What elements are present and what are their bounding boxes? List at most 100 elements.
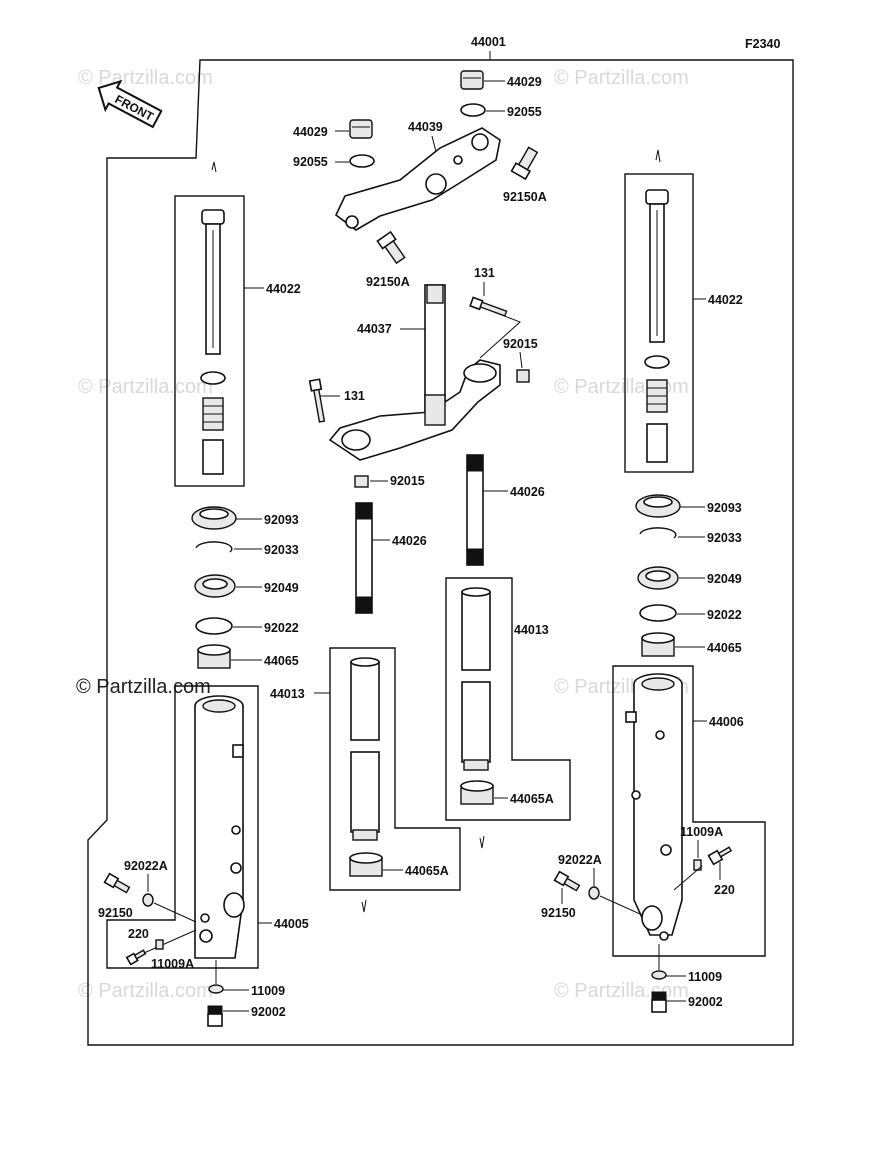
label-nut-right: 92015: [503, 337, 538, 351]
screw-right: [651, 991, 667, 1013]
outer-right-box: [612, 665, 766, 957]
label-spring-right: 44026: [510, 485, 545, 499]
label-clip-right: 92033: [707, 531, 742, 545]
plug-left: [155, 939, 164, 950]
bolt-axle-right: [553, 870, 581, 892]
outer-tube-left: [194, 695, 245, 959]
label-cap-right: 44029: [507, 75, 542, 89]
label-stem-bolt-top: 131: [474, 266, 495, 280]
label-cap-left: 44029: [293, 125, 328, 139]
label-bolt-lower: 92150A: [366, 275, 410, 289]
bushing-right: [641, 632, 675, 657]
bolt-axle-left: [103, 872, 131, 894]
label-plug-right: 11009A: [680, 825, 723, 839]
outer-tube-right: [625, 673, 683, 941]
clip-left: [195, 541, 233, 553]
label-bushing-right: 44065: [707, 641, 742, 655]
label-washer-left: 92055: [293, 155, 328, 169]
label-nut-lower: 92015: [390, 474, 425, 488]
direction-mark: [211, 161, 217, 173]
tube-left: [350, 657, 380, 841]
tube-right: [461, 587, 491, 771]
cap-right: [460, 70, 484, 90]
assembly-boundary: [87, 59, 794, 1046]
damper-right-box: [624, 173, 694, 473]
watermark: © Partzilla.com: [78, 376, 213, 398]
label-bolt-upper: 92150A: [503, 190, 547, 204]
bolt-upper: [510, 146, 539, 181]
label-seal-right: 92093: [707, 501, 742, 515]
direction-mark: [655, 149, 661, 163]
stud-left: [125, 949, 147, 966]
damper-right: [644, 189, 670, 463]
bolt-lower: [376, 230, 406, 265]
label-bolt-axle-right: 92150: [541, 906, 576, 920]
watermark: © Partzilla.com: [78, 980, 213, 1002]
gasket-left: [208, 984, 224, 994]
label-spacer-right: 92049: [707, 572, 742, 586]
label-outer-left: 44005: [274, 917, 309, 931]
washer-left: [349, 154, 375, 168]
label-washer-fork-right: 92022: [707, 608, 742, 622]
label-bushing-tube-left: 44065A: [405, 864, 449, 878]
damper-left-box: [174, 195, 245, 487]
bushing-tube-right: [460, 780, 494, 805]
cap-left: [349, 119, 373, 139]
label-seal-left: 92093: [264, 513, 299, 527]
label-washer-axle-right: 92022A: [558, 853, 602, 867]
bushing-tube-left: [349, 852, 383, 877]
label-washer-right: 92055: [507, 105, 542, 119]
spacer-left: [194, 574, 236, 598]
label-washer-axle-left: 92022A: [124, 859, 168, 873]
label-bushing-tube-right: 44065A: [510, 792, 554, 806]
tube-right-box: [445, 577, 571, 821]
label-stem: 44037: [357, 322, 392, 336]
label-stud-right: 220: [714, 883, 735, 897]
label-bolt-axle-left: 92150: [98, 906, 133, 920]
watermark: © Partzilla.com: [78, 67, 213, 89]
label-spring-left: 44026: [392, 534, 427, 548]
label-tube-left: 44013: [270, 687, 305, 701]
label-spacer-left: 92049: [264, 581, 299, 595]
tube-left-box: [329, 647, 461, 891]
stem-bolt-top: [469, 296, 508, 317]
watermarks: © Partzilla.com © Partzilla.com © Partzi…: [76, 67, 689, 1002]
steering-stem: [328, 284, 501, 461]
washer-axle-right: [588, 886, 600, 900]
label-stud-left: 220: [128, 927, 149, 941]
washer-fork-left: [195, 617, 233, 635]
assembly-number: 44001: [471, 35, 506, 49]
nut-lower: [354, 475, 369, 488]
spring-left: [355, 502, 373, 614]
stud-right: [707, 846, 733, 866]
label-bushing-left: 44065: [264, 654, 299, 668]
spacer-right: [637, 566, 679, 590]
label-bracket-upper: 44039: [408, 120, 443, 134]
label-damper-left: 44022: [266, 282, 301, 296]
washer-right: [460, 103, 486, 117]
seal-right: [635, 494, 681, 518]
upper-bracket: [334, 127, 501, 231]
figure-code: F2340: [745, 37, 780, 51]
washer-axle-left: [142, 893, 154, 907]
stem-bolt-left: [308, 378, 326, 423]
watermark-prominent: © Partzilla.com: [76, 676, 211, 698]
bushing-left: [197, 644, 231, 669]
outer-left-box: [106, 685, 259, 969]
nut-right: [516, 369, 530, 383]
spring-right: [466, 454, 484, 566]
label-screw-right: 92002: [688, 995, 723, 1009]
watermark: © Partzilla.com: [554, 980, 689, 1002]
label-outer-right: 44006: [709, 715, 744, 729]
screw-left: [207, 1005, 223, 1027]
label-gasket-left: 11009: [251, 984, 285, 998]
label-screw-left: 92002: [251, 1005, 286, 1019]
gasket-right: [651, 970, 667, 980]
watermark: © Partzilla.com: [554, 376, 689, 398]
watermark: © Partzilla.com: [554, 67, 689, 89]
label-clip-left: 92033: [264, 543, 299, 557]
label-stem-bolt-left: 131: [344, 389, 365, 403]
label-damper-right: 44022: [708, 293, 743, 307]
seal-left: [191, 506, 237, 530]
